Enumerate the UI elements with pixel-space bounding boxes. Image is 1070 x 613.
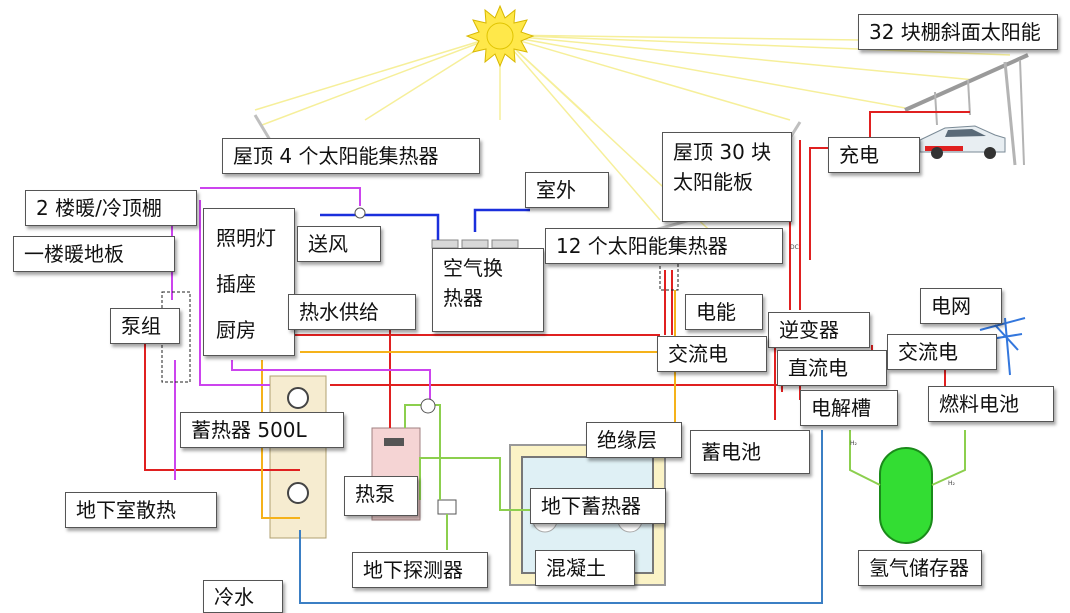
label-electric-energy: 电能 [685,294,763,330]
label-hot-water-supply: 热水供给 [288,294,416,330]
label-lighting: 照明灯 [216,226,276,250]
label-solar-canopy: 32 块棚斜面太阳能 [858,14,1058,50]
label-kitchen: 厨房 [216,318,256,342]
label-underground-probe: 地下探测器 [352,552,488,588]
label-lighting-socket-kitchen: 照明灯 插座 厨房 [203,208,295,356]
label-floor2: 2 楼暖/冷顶棚 [25,190,197,226]
label-charging: 充电 [828,137,920,173]
sun-icon [465,4,535,68]
label-dc: 直流电 [777,350,887,386]
label-basement-heat: 地下室散热 [65,492,217,528]
label-collectors-12: 12 个太阳能集热器 [545,228,783,264]
label-fuel-cell: 燃料电池 [928,386,1054,422]
valve-icon [420,398,436,414]
h2-tag-left: H₂ [850,440,857,447]
label-heat-pump: 热泵 [344,476,418,516]
h2-tag-right: H₂ [948,480,955,487]
label-outdoor: 室外 [525,172,609,208]
solar-carport [904,53,1029,166]
probe-icon [437,499,457,515]
hydrogen-tank [879,447,933,544]
roof-collector-panels [431,239,519,249]
label-electrolyzer: 电解槽 [800,390,898,426]
label-supply-air: 送风 [297,226,381,262]
label-ac-1: 交流电 [657,336,767,372]
label-air-heat-exchanger: 空气换 热器 [432,248,544,332]
pump-icon [287,482,309,504]
label-cold-water: 冷水 [203,580,283,613]
pump-icon [287,387,309,409]
label-floor1: 一楼暖地板 [13,236,175,272]
valve-icon [354,207,366,219]
label-roof-panels-line2: 太阳能板 [673,170,753,194]
dc-tag: DC [790,244,799,251]
label-inverter: 逆变器 [768,312,870,348]
label-pump-group: 泵组 [110,308,180,344]
electric-lines [144,111,990,471]
label-roof-panels-line1: 屋顶 30 块 [673,140,772,164]
sun-rays [254,34,1011,241]
label-battery: 蓄电池 [690,430,810,474]
label-underground-storage: 地下蓄热器 [530,488,666,524]
label-air-hx-line1: 空气换 [443,256,503,280]
label-air-hx-line2: 热器 [443,286,483,310]
label-concrete: 混凝土 [535,550,635,586]
label-heat-storage: 蓄热器 500L [180,412,344,448]
label-roof-collectors: 屋顶 4 个太阳能集热器 [222,138,480,174]
label-grid: 电网 [920,288,1002,324]
label-roof-panels: 屋顶 30 块 太阳能板 [662,132,792,222]
heat-storage-tank [269,375,327,539]
cold-water-line [299,430,823,604]
label-insulation: 绝缘层 [586,422,682,458]
label-ac-2: 交流电 [887,334,997,370]
junction-box [659,261,679,291]
label-socket: 插座 [216,272,256,296]
label-h2-storage: 氢气储存器 [858,550,982,586]
car-icon [919,125,1006,159]
